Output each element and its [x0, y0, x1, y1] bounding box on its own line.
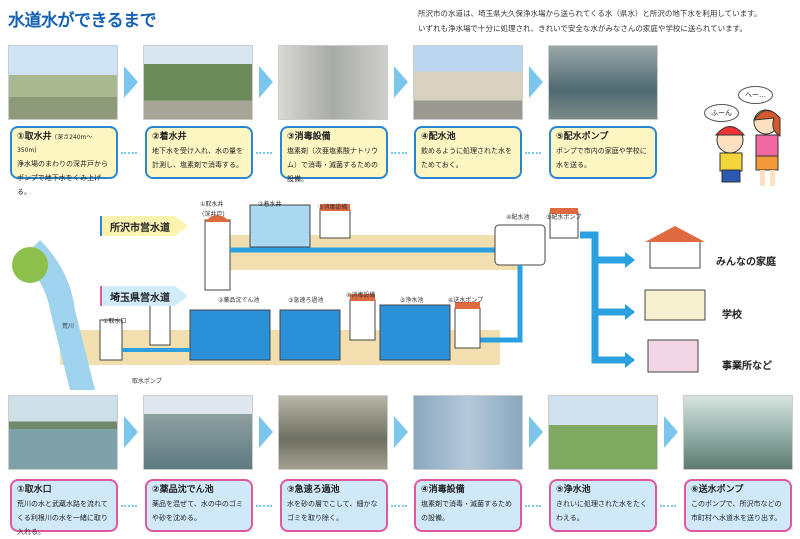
flow-arrow: [124, 416, 138, 448]
flow-arrow: [394, 66, 408, 98]
label-deep-well: (深井戸): [202, 211, 225, 218]
photo-rapid-filter: [278, 395, 388, 470]
speech-bubble: ふーん: [704, 104, 739, 122]
label-distribution-pump: ⑤配水ポンプ: [546, 214, 582, 221]
step-text: 塩素剤で消毒・滅菌するための設備。: [421, 500, 512, 522]
label-sedimentation: ②薬品沈でん池: [218, 297, 260, 304]
top-step-card: ⑤配水ポンプ ポンプで市内の家庭や学校に水を送る。: [549, 126, 657, 179]
step-title: ②薬品沈でん池: [152, 485, 214, 495]
flow-arrow: [394, 416, 408, 448]
step-text: 飲めるように処理された水をためておく。: [421, 147, 512, 169]
connector-dots: [121, 152, 137, 154]
flow-arrow: [259, 66, 273, 98]
photo-receiving-well: [143, 45, 253, 120]
step-title: ②着水井: [152, 132, 187, 142]
photo-intake-well: [8, 45, 118, 120]
flow-arrow: [664, 416, 678, 448]
connector-dots: [660, 505, 676, 507]
step-title: ①取水口: [17, 485, 52, 495]
intro-line-2: いずれも浄水場で十分に処理され、きれいで安全な水がみなさんの家庭や学校に送られて…: [418, 24, 747, 33]
photo-disinfection: [278, 45, 388, 120]
photo-intake: [8, 395, 118, 470]
step-title: ④配水池: [421, 132, 456, 142]
step-text: 水を砂の層でこして、細かなゴミを取り除く。: [287, 500, 378, 522]
step-title: ①取水井: [17, 132, 52, 142]
bottom-step-card: ③急速ろ過池 水を砂の層でこして、細かなゴミを取り除く。: [280, 479, 388, 532]
bottom-step-card: ②薬品沈でん池 薬品を混ぜて、水の中のゴミや砂を沈める。: [145, 479, 253, 532]
intro-text: 所沢市の水道は、埼玉県大久保浄水場から送られてくる水（県水）と所沢の地下水を利用…: [418, 6, 761, 36]
step-title: ③消毒設備: [287, 132, 331, 142]
label-arakawa: 荒川: [62, 323, 75, 330]
intro-line-1: 所沢市の水道は、埼玉県大久保浄水場から送られてくる水（県水）と所沢の地下水を利用…: [418, 9, 762, 18]
connector-dots: [391, 505, 407, 507]
step-text: 荒川の水と武蔵水路を流れてくる利根川の水を一緒に取り入れる。: [17, 500, 108, 536]
step-title: ⑤浄水池: [556, 485, 591, 495]
connector-dots: [256, 505, 272, 507]
destination-businesses: 事業所など: [722, 361, 772, 372]
step-text: 地下水を受け入れ、水の量を計測し、塩素剤で消毒する。: [152, 147, 244, 169]
label-intake-well: ①取水井: [200, 201, 224, 208]
step-title: ⑥送水ポンプ: [691, 485, 744, 495]
photo-distribution-pump: [548, 45, 658, 120]
label-disinfection: ③消毒設備: [318, 204, 348, 211]
water-flow-diagram: [12, 204, 706, 390]
flow-arrow: [529, 416, 543, 448]
label-transmission-pump: ⑥送水ポンプ: [448, 297, 484, 304]
step-text: ポンプで市内の家庭や学校に水を送る。: [556, 147, 647, 169]
banner-saitama-prefecture-water: 埼玉県営水道: [100, 286, 188, 306]
step-text: このポンプで、所沢市などの市町村へ水道水を送り出す。: [691, 500, 782, 522]
label-clear-water-reservoir: ⑤浄水池: [400, 297, 424, 304]
bottom-step-card: ⑤浄水池 きれいに処理された水をたくわえる。: [549, 479, 657, 532]
destination-schools: 学校: [722, 310, 742, 321]
step-text: 塩素剤（次亜塩素酸ナトリウム）で消毒・滅菌するための設備。: [287, 147, 378, 183]
photo-sedimentation: [143, 395, 253, 470]
bottom-step-card: ①取水口 荒川の水と武蔵水路を流れてくる利根川の水を一緒に取り入れる。: [10, 479, 118, 536]
photo-transmission-pump: [683, 395, 793, 470]
connector-dots: [525, 152, 541, 154]
label-distribution-reservoir: ④配水池: [506, 214, 530, 221]
bottom-step-card: ④消毒設備 塩素剤で消毒・滅菌するための設備。: [414, 479, 522, 532]
step-text: 薬品を混ぜて、水の中のゴミや砂を沈める。: [152, 500, 243, 522]
flow-arrow: [529, 66, 543, 98]
photo-clear-water-reservoir: [548, 395, 658, 470]
top-step-card: ①取水井 (深さ240m～350m) 浄水場のまわりの深井戸からポンプで地下水を…: [10, 126, 118, 196]
step-note: (深さ240m～350m): [17, 134, 93, 154]
banner-tokorozawa-city-water: 所沢市営水道: [100, 216, 188, 236]
label-receiving-well: ②着水井: [258, 201, 282, 208]
photo-disinfection-pref: [413, 395, 523, 470]
connector-dots: [121, 505, 137, 507]
connector-dots: [256, 152, 272, 154]
step-text: きれいに処理された水をたくわえる。: [556, 500, 647, 522]
flow-arrow: [124, 66, 138, 98]
label-intake: ①取水口: [103, 318, 127, 325]
photo-distribution-reservoir: [413, 45, 523, 120]
step-title: ④消毒設備: [421, 485, 465, 495]
flow-arrow: [259, 416, 273, 448]
label-disinfection-pref: ④消毒設備: [346, 292, 376, 299]
page-title: 水道水ができるまで: [8, 11, 157, 31]
top-step-card: ③消毒設備 塩素剤（次亜塩素酸ナトリウム）で消毒・滅菌するための設備。: [280, 126, 388, 183]
speech-bubble: へー…: [738, 86, 773, 104]
step-text: 浄水場のまわりの深井戸からポンプで地下水をくみ上げる。: [17, 160, 108, 196]
step-title: ③急速ろ過池: [287, 485, 340, 495]
connector-dots: [525, 505, 541, 507]
step-title: ⑤配水ポンプ: [556, 132, 609, 142]
top-step-card: ②着水井 地下水を受け入れ、水の量を計測し、塩素剤で消毒する。: [145, 126, 253, 179]
bottom-step-card: ⑥送水ポンプ このポンプで、所沢市などの市町村へ水道水を送り出す。: [684, 479, 792, 532]
top-step-card: ④配水池 飲めるように処理された水をためておく。: [414, 126, 522, 179]
label-rapid-filter: ③急速ろ過池: [288, 297, 324, 304]
connector-dots: [391, 152, 407, 154]
destination-homes: みんなの家庭: [716, 257, 776, 268]
children-illustration: [714, 109, 781, 186]
label-intake-pump: 取水ポンプ: [132, 378, 162, 385]
